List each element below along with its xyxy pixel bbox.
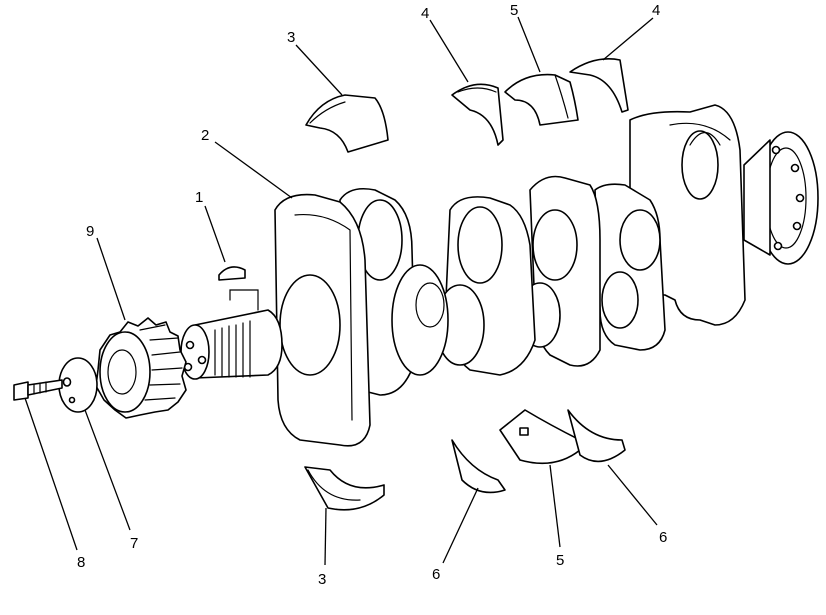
crankshaft-flange (743, 131, 819, 265)
woodruff-key (218, 266, 259, 311)
leader-lines (24, 16, 658, 566)
retaining-bolt (13, 379, 63, 401)
crankshaft-web-front-middle (435, 196, 536, 376)
callout-9: 9 (86, 223, 94, 240)
conrod-bearing-lower-shell-left (451, 439, 506, 494)
crankshaft-web-mid-rear (594, 183, 666, 351)
callout-6-right: 6 (659, 529, 667, 546)
conrod-bearing-upper-shell-left (451, 83, 504, 146)
callout-5-lower: 5 (556, 552, 564, 569)
callout-2: 2 (201, 127, 209, 144)
main-bearing-upper-shell (305, 94, 389, 153)
callout-labels: 1 2 3 3 4 4 5 5 6 6 7 8 9 (77, 2, 667, 588)
callout-5-upper: 5 (510, 2, 518, 19)
callout-1: 1 (195, 189, 203, 206)
conrod-bearing-upper-shell-right (569, 58, 629, 113)
crankshaft-snout (180, 309, 283, 380)
thrust-bearing-upper-shell (504, 73, 579, 126)
callout-3-upper: 3 (287, 29, 295, 46)
thrust-washer (58, 357, 98, 413)
thrust-bearing-lower-shell (499, 409, 581, 465)
callout-4-right: 4 (652, 2, 660, 19)
callout-4-left: 4 (421, 5, 429, 22)
callout-7: 7 (130, 535, 138, 552)
crankshaft-gear (95, 317, 187, 419)
callout-6-left: 6 (432, 566, 440, 583)
callout-8: 8 (77, 554, 85, 571)
crankshaft-web-front (274, 193, 371, 447)
conrod-bearing-lower-shell-right (567, 409, 626, 463)
callout-3-lower: 3 (318, 571, 326, 588)
crankshaft (180, 104, 819, 447)
main-bearing-lower-shell (304, 466, 385, 511)
